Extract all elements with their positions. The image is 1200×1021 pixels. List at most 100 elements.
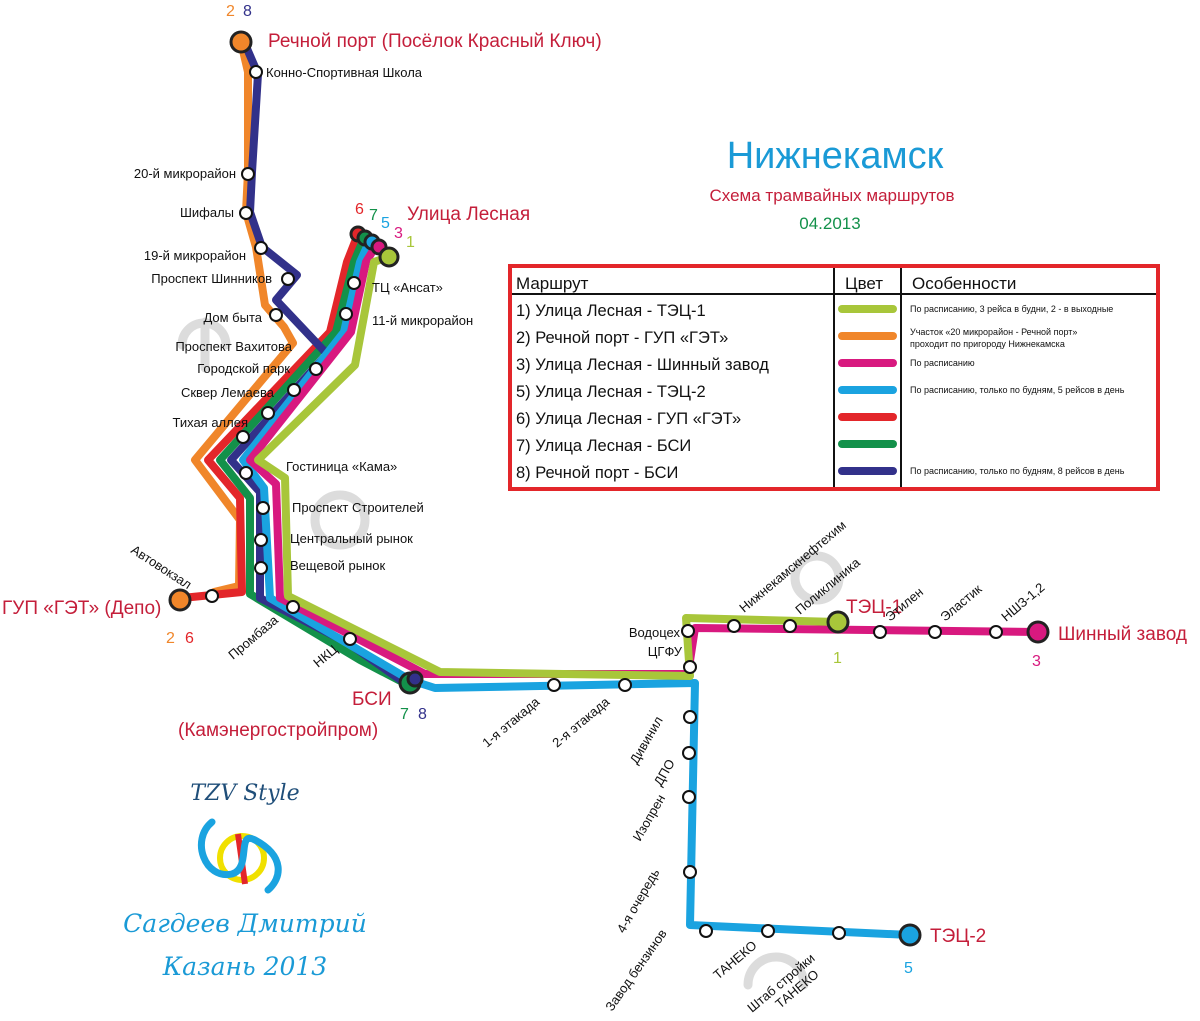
route-num-8-rp: 8: [243, 3, 252, 20]
legend-note-2: По расписанию: [910, 358, 975, 368]
stop-shifaly[interactable]: [239, 206, 253, 220]
stop-divinil[interactable]: [683, 710, 697, 724]
route-num-1-tets1: 1: [833, 650, 842, 667]
stop-poliklinika[interactable]: [783, 619, 797, 633]
stop-tsgfu[interactable]: [683, 660, 697, 674]
stop-gor-park[interactable]: [309, 362, 323, 376]
credits-style: TZV Style: [190, 781, 299, 806]
page-date: 04.2013: [799, 214, 860, 233]
label-gostinitsa: Гостиница «Кама»: [286, 459, 397, 474]
stop-etakada2[interactable]: [618, 678, 632, 692]
label-izopren: Изопрен: [630, 792, 669, 844]
route-num-7-bsi: 7: [400, 706, 409, 723]
stop-tc-ansat[interactable]: [347, 276, 361, 290]
stop-veshch-rynok[interactable]: [254, 561, 268, 575]
label-prombaza: Промбаза: [225, 612, 281, 663]
label-dpo: ДПО: [651, 757, 678, 789]
legend-route-1: 2) Речной порт - ГУП «ГЭТ»: [516, 329, 728, 347]
stop-etilen[interactable]: [873, 625, 887, 639]
label-pr-stroiteley: Проспект Строителей: [292, 500, 424, 515]
terminal-rechnoy-port[interactable]: [229, 30, 253, 54]
stop-elastik[interactable]: [928, 625, 942, 639]
watermark-icon: [743, 952, 809, 990]
legend-route-2: 3) Улица Лесная - Шинный завод: [516, 356, 769, 374]
stop-dpo[interactable]: [682, 746, 696, 760]
terminal-shinny-zavod[interactable]: [1026, 620, 1050, 644]
stops: [205, 65, 1003, 940]
route-1-line: [254, 254, 842, 680]
terminal-gup-get[interactable]: [168, 588, 192, 612]
stop-gostinitsa[interactable]: [239, 466, 253, 480]
route-7-line: [216, 234, 414, 690]
stop-ochered4[interactable]: [683, 865, 697, 879]
stop-avtovokzal[interactable]: [205, 589, 219, 603]
stop-nkts[interactable]: [343, 632, 357, 646]
label-tets1: ТЭЦ-1: [846, 597, 902, 618]
legend-note-3: По расписанию, только по будням, 5 рейсо…: [910, 385, 1125, 395]
stop-tikhaya[interactable]: [261, 406, 275, 420]
credits: TZV Style Сагдеев Дмитрий Казань 2013: [123, 781, 367, 981]
station-labels: Конно-Спортивная Школа 20-й микрорайон Ш…: [134, 65, 683, 659]
stop-nshz[interactable]: [989, 625, 1003, 639]
legend-col-route: Маршрут: [516, 274, 589, 293]
label-veshch-rynok: Вещевой рынок: [290, 558, 386, 573]
label-tc-ansat: ТЦ «Ансат»: [372, 280, 443, 295]
label-divinil: Дивинил: [627, 714, 666, 767]
route-num-3-shz: 3: [1032, 653, 1041, 670]
legend-route-4: 6) Улица Лесная - ГУП «ГЭТ»: [516, 410, 741, 428]
stop-mkr19[interactable]: [254, 241, 268, 255]
stop-mkr11[interactable]: [339, 307, 353, 321]
label-gor-park: Городской парк: [197, 361, 290, 376]
label-dom-byta: Дом быта: [203, 310, 262, 325]
stop-vodotseh[interactable]: [681, 624, 695, 638]
label-ulitsa-lesnaya: Улица Лесная: [407, 204, 530, 225]
legend-col-color: Цвет: [845, 274, 883, 293]
watermark-icon: [177, 317, 231, 373]
terminal-lesnaya-1[interactable]: [378, 246, 400, 268]
stop-konno[interactable]: [249, 65, 263, 79]
route-num-2-rp: 2: [226, 3, 235, 20]
terminal-tets2[interactable]: [898, 923, 922, 947]
terminal-labels: Речной порт (Посёлок Красный Ключ) 2 8 У…: [2, 3, 1187, 977]
stop-pr-stroiteley[interactable]: [256, 501, 270, 515]
label-ochered4: 4-я очередь: [614, 866, 663, 936]
stop-shtab[interactable]: [832, 926, 846, 940]
stop-tsentr-rynok[interactable]: [254, 533, 268, 547]
stop-etakada1[interactable]: [547, 678, 561, 692]
label-elastik: Эластик: [937, 581, 985, 624]
legend-note2-1: проходит по пригороду Нижнекамска: [910, 339, 1065, 349]
label-tsgfu: ЦГФУ: [648, 644, 683, 659]
stop-nknh[interactable]: [727, 619, 741, 633]
label-zavod-benz: Завод бензинов: [602, 926, 670, 1014]
legend-route-6: 8) Речной порт - БСИ: [516, 464, 678, 482]
label-shifaly: Шифалы: [180, 205, 234, 220]
label-konno: Конно-Спортивная Школа: [266, 65, 423, 80]
stop-izopren[interactable]: [682, 790, 696, 804]
label-avtovokzal: Автовокзал: [128, 542, 194, 592]
page-subtitle: Схема трамвайных маршрутов: [710, 186, 955, 205]
stop-skver[interactable]: [287, 383, 301, 397]
watermark-icons: [177, 317, 844, 990]
route-num-2-gup: 2: [166, 630, 175, 647]
label-pr-vakhitova: Проспект Вахитова: [175, 339, 292, 354]
stop-mkr20[interactable]: [241, 167, 255, 181]
label-tikhaya: Тихая аллея: [172, 415, 248, 430]
stop-tikhaya-2[interactable]: [236, 430, 250, 444]
label-tsentr-rynok: Центральный рынок: [290, 531, 413, 546]
stop-taneko[interactable]: [761, 924, 775, 938]
terminal-tets1[interactable]: [826, 610, 850, 634]
label-etakada1: 1-я этакада: [479, 694, 543, 751]
stop-pr-shinnikov[interactable]: [281, 272, 295, 286]
terminal-bsi-8[interactable]: [406, 670, 424, 688]
stop-prombaza[interactable]: [286, 600, 300, 614]
label-mkr19: 19-й микрорайон: [144, 248, 246, 263]
label-gup-get: ГУП «ГЭТ» (Депо): [2, 598, 161, 619]
stop-dom-byta[interactable]: [269, 308, 283, 322]
watermark-icon: [790, 551, 844, 605]
stop-zavod-benz[interactable]: [699, 924, 713, 938]
page-title: Нижнекамск: [727, 135, 944, 177]
label-pr-shinnikov: Проспект Шинников: [151, 271, 272, 286]
label-nshz: НШЗ-1,2: [998, 580, 1047, 625]
